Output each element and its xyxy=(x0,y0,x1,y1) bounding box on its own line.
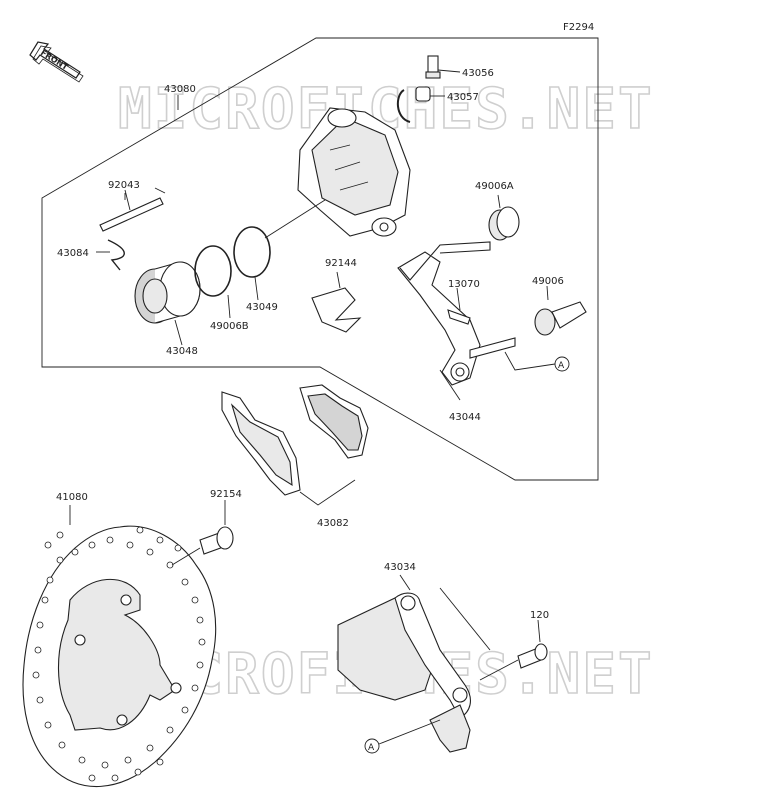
reference-a-lower-label: A xyxy=(368,743,375,753)
figure-code: F2294 xyxy=(563,22,594,33)
boot xyxy=(504,285,587,371)
piston xyxy=(134,261,201,346)
label-49006a: 49006A xyxy=(475,181,514,192)
boot-a xyxy=(488,194,520,241)
label-49006b: 49006B xyxy=(210,321,249,332)
label-43084: 43084 xyxy=(57,248,89,259)
bleeder-valve xyxy=(425,55,461,79)
pin xyxy=(99,187,166,232)
front-arrow-icon: FRONT xyxy=(29,41,84,83)
label-43082: 43082 xyxy=(317,518,349,529)
reference-a-upper-label: A xyxy=(558,361,565,371)
front-label: FRONT xyxy=(39,48,70,72)
label-43044: 43044 xyxy=(449,412,481,423)
spring xyxy=(311,271,362,333)
label-43057: 43057 xyxy=(447,92,479,103)
assembly-outline xyxy=(41,37,599,481)
reference-a-upper: A xyxy=(554,356,570,372)
label-92154: 92154 xyxy=(210,489,242,500)
label-43056: 43056 xyxy=(462,68,494,79)
seal-ring xyxy=(194,245,232,319)
label-92043: 92043 xyxy=(108,180,140,191)
label-49006: 49006 xyxy=(532,276,564,287)
disc-bolt xyxy=(171,500,234,566)
bracket-bolt xyxy=(479,619,548,681)
label-43034: 43034 xyxy=(384,562,416,573)
caliper-body xyxy=(297,107,411,237)
caliper-holder xyxy=(397,241,516,401)
piston-seal xyxy=(233,199,326,301)
label-43048: 43048 xyxy=(166,346,198,357)
bleeder-cap xyxy=(396,86,445,123)
bracket xyxy=(337,574,491,753)
label-43080: 43080 xyxy=(164,84,196,95)
label-120: 120 xyxy=(530,610,549,621)
label-41080: 41080 xyxy=(56,492,88,503)
clip xyxy=(96,239,125,271)
label-43049: 43049 xyxy=(246,302,278,313)
label-13070: 13070 xyxy=(448,279,480,290)
brake-disc xyxy=(22,505,217,787)
reference-a-lower: A xyxy=(364,719,441,754)
small-bolt xyxy=(447,287,471,325)
label-92144: 92144 xyxy=(325,258,357,269)
brake-pads xyxy=(221,384,369,506)
